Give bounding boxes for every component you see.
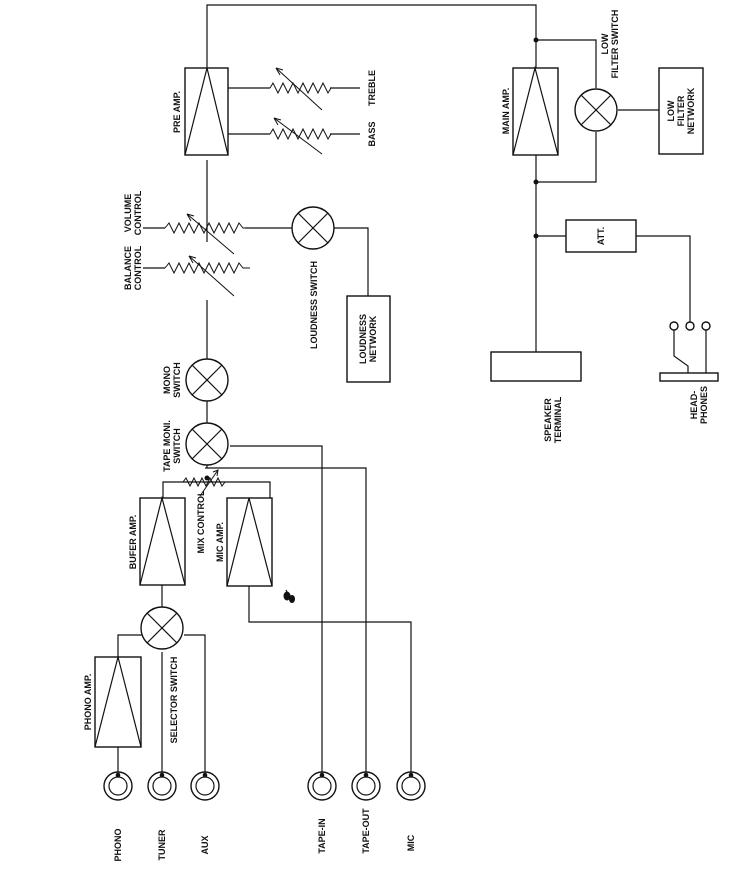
mono-switch-symbol [185, 358, 229, 402]
label-headphones: HEAD- [689, 391, 699, 420]
label-speaker-terminal: SPEAKER [543, 398, 553, 442]
microphone-mark-icon [283, 589, 295, 603]
label-tape-in: TAPE-IN [317, 818, 327, 853]
label-pre-amp: PRE AMP. [172, 91, 182, 133]
treble-control-resistor [269, 67, 332, 111]
label-low-filter-network: LOW [666, 100, 676, 121]
label-speaker-terminal-2: TERMINAL [553, 396, 563, 443]
label-main-amp: MAIN AMP. [501, 88, 511, 135]
label-mix-control: MIX CONTROL [196, 490, 206, 553]
label-loudness-network-2: NETWORK [368, 315, 378, 362]
loudness-switch-symbol [291, 206, 335, 250]
label-treble: TREBLE [367, 70, 377, 106]
label-balance-control-2: CONTROL [133, 245, 143, 290]
label-headphones-2: PHONES [699, 386, 709, 424]
label-att: ATT. [596, 227, 606, 245]
label-low-filter-network-2: FILTER [676, 95, 686, 126]
label-bass: BASS [367, 121, 377, 146]
label-balance-control: BALANCE [123, 246, 133, 290]
label-mic-amp: MIC AMP. [215, 522, 225, 562]
label-loudness-switch: LOUDNESS SWITCH [309, 261, 319, 349]
att-block [565, 219, 637, 253]
jack-tape-in [307, 771, 337, 801]
label-low-filter-switch-2: FILTER SWITCH [610, 10, 620, 79]
label-low-filter-switch: LOW [600, 33, 610, 54]
main-amp-block [512, 65, 559, 156]
low-filter-network-block [658, 67, 704, 155]
label-volume-control-2: CONTROL [133, 190, 143, 235]
selector-switch-symbol [140, 606, 184, 650]
label-phono-amp: PHONO AMP. [83, 674, 93, 731]
label-mono-switch: MONO [162, 366, 172, 394]
jack-aux [190, 771, 220, 801]
label-low-filter-network-3: NETWORK [686, 87, 696, 134]
low-filter-switch-symbol [574, 88, 618, 132]
label-loudness-network: LOUDNESS [358, 314, 368, 364]
jack-tuner [147, 771, 177, 801]
labels: PHONO TUNER AUX TAPE-IN TAPE-OUT MIC PHO… [83, 10, 709, 862]
junction-dot [204, 475, 210, 481]
mix-control-resistor [182, 469, 226, 497]
label-aux: AUX [200, 835, 210, 854]
label-mono-switch-2: SWITCH [172, 362, 182, 398]
wires [117, 4, 707, 786]
label-tape-moni-switch: TAPE MONI. [162, 420, 172, 472]
junction-dots [204, 37, 539, 481]
loudness-network-block [346, 295, 391, 383]
label-volume-control: VOLUME [123, 194, 133, 233]
junction-dot [533, 37, 539, 43]
label-bufer-amp: BUFER AMP. [128, 515, 138, 570]
pre-amp-block [184, 67, 229, 156]
mic-amp-block [226, 497, 273, 587]
jack-phono [103, 771, 133, 801]
label-selector-switch: SELECTOR SWITCH [169, 657, 179, 744]
phono-amp-block [94, 656, 142, 748]
bass-control-resistor [269, 117, 332, 155]
label-tape-out: TAPE-OUT [361, 808, 371, 854]
jack-mic [396, 771, 426, 801]
junction-dot [533, 233, 539, 239]
speaker-terminal-block [490, 351, 582, 382]
headphones-jack-symbol [659, 321, 719, 382]
label-phono: PHONO [113, 828, 123, 861]
tape-moni-switch-symbol [185, 422, 229, 466]
jack-tape-out [351, 771, 381, 801]
label-tuner: TUNER [157, 829, 167, 860]
bufer-amp-block [139, 495, 186, 586]
balance-control-resistor [164, 255, 250, 297]
junction-dot [533, 179, 539, 185]
volume-control-resistor [164, 213, 245, 255]
label-tape-moni-switch-2: SWITCH [172, 428, 182, 464]
label-mic: MIC [406, 834, 416, 851]
